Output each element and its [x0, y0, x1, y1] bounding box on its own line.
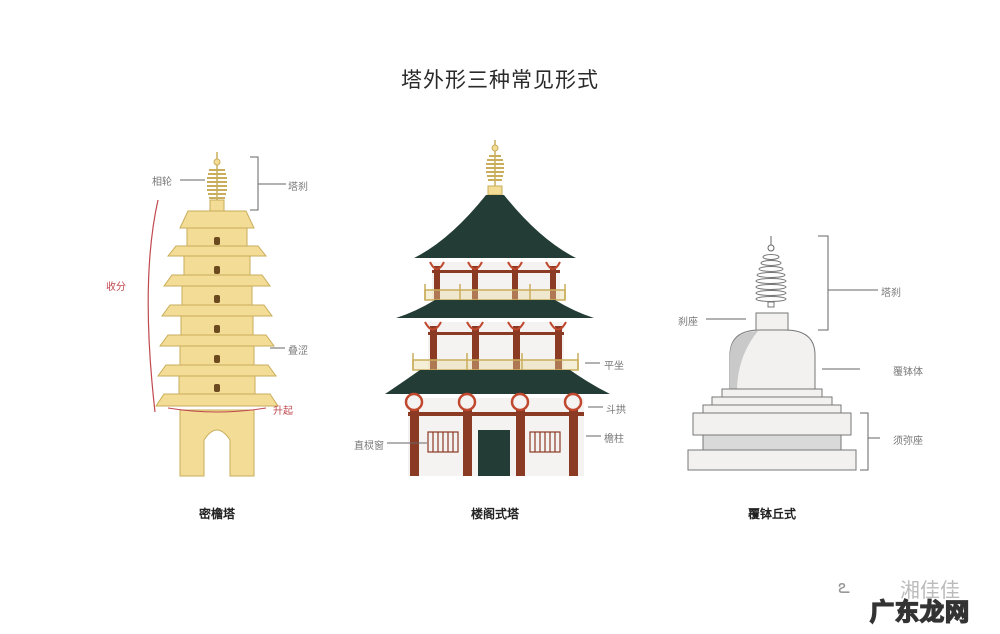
pavilion-pagoda	[385, 140, 610, 476]
stupa-pagoda	[687, 235, 880, 471]
caption-stupa: 覆钵丘式	[747, 507, 796, 521]
label-dougong: 斗拱	[606, 405, 626, 416]
dense-eave-pagoda	[147, 152, 286, 477]
label-pingzuo: 平坐	[604, 361, 624, 372]
label-diese: 叠涩	[288, 346, 308, 357]
label-xumizuo: 须弥座	[893, 436, 923, 447]
label-zhilingchuang: 直棂窗	[354, 441, 384, 452]
caption-pavilion: 楼阁式塔	[470, 507, 519, 521]
watermark-back-text: 湘佳佳	[900, 578, 960, 602]
diagram-title: 塔外形三种常见形式	[401, 68, 599, 92]
label-fubo: 覆钵体	[893, 367, 923, 378]
label-xianglun: 相轮	[152, 177, 172, 188]
label-tacha-left: 塔刹	[288, 182, 308, 193]
label-shoufen: 收分	[106, 282, 126, 293]
label-chazuo: 刹座	[678, 317, 698, 328]
watermark-chat-icon: ఽ	[838, 574, 850, 598]
watermark-text: 广东龙网	[869, 597, 970, 627]
label-shengqi: 升起	[273, 406, 293, 417]
label-tacha-right: 塔刹	[881, 288, 901, 299]
label-yanzhu: 檐柱	[604, 434, 624, 445]
caption-dense-eave: 密檐塔	[198, 507, 235, 521]
